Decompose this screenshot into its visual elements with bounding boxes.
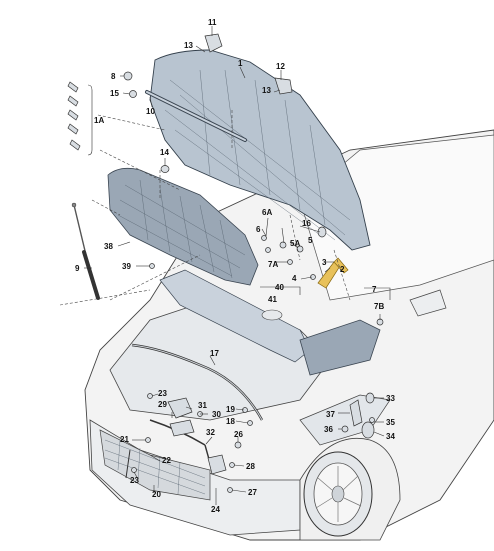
fastener-set — [67, 81, 93, 156]
assembly-lines — [59, 110, 351, 306]
callout-1A: 1A — [94, 116, 104, 125]
callout-16: 16 — [302, 219, 311, 228]
callout-21: 21 — [120, 435, 129, 444]
callout-28: 28 — [246, 462, 255, 471]
callout-23-bottom: 23 — [130, 476, 139, 485]
callout-29: 29 — [158, 400, 167, 409]
leader-lines — [84, 26, 391, 505]
callout-3: 3 — [322, 258, 327, 267]
hood-insulation-mat — [107, 167, 259, 286]
hood-hinge-left — [204, 33, 223, 53]
callout-37: 37 — [326, 410, 335, 419]
callout-41: 41 — [268, 295, 277, 304]
callout-18: 18 — [226, 417, 235, 426]
callout-35: 35 — [386, 418, 395, 427]
gas-strut — [71, 202, 100, 300]
hood-buffer — [160, 165, 170, 173]
callout-9: 9 — [75, 264, 80, 273]
callout-13-top: 13 — [184, 41, 193, 50]
callout-11: 11 — [208, 18, 217, 27]
callout-8: 8 — [111, 72, 116, 81]
callout-34: 34 — [386, 432, 395, 441]
callout-39: 39 — [122, 262, 131, 271]
callout-32: 32 — [206, 428, 215, 437]
callout-6: 6 — [256, 225, 261, 234]
hood-panel — [149, 49, 371, 251]
callout-10: 10 — [146, 107, 155, 116]
callout-17: 17 — [210, 349, 219, 358]
release-handle-parts — [341, 392, 375, 439]
front-wheel — [303, 451, 373, 537]
callout-26: 26 — [234, 430, 243, 439]
hood-clip — [129, 90, 137, 98]
callout-5: 5 — [308, 236, 313, 245]
callout-7: 7 — [372, 285, 377, 294]
callout-4: 4 — [292, 274, 297, 283]
callout-14: 14 — [160, 148, 169, 157]
callout-7A: 7A — [268, 260, 278, 269]
callout-23-top: 23 — [158, 389, 167, 398]
callout-6A: 6A — [262, 208, 272, 217]
callout-20: 20 — [152, 490, 161, 499]
callout-38: 38 — [104, 242, 113, 251]
insulation-clip — [149, 263, 155, 269]
callout-27: 27 — [248, 488, 257, 497]
callout-33: 33 — [386, 394, 395, 403]
callout-1: 1 — [238, 59, 243, 68]
callout-19: 19 — [226, 405, 235, 414]
callout-labels: 11 13 1 12 13 8 15 10 1A 14 38 9 39 6A 6… — [75, 18, 395, 514]
cowl-panel — [159, 269, 381, 376]
callout-40: 40 — [275, 283, 284, 292]
callout-24: 24 — [211, 505, 220, 514]
callout-36: 36 — [324, 425, 333, 434]
callout-7B: 7B — [374, 302, 384, 311]
lock-small-parts — [261, 226, 327, 280]
lower-lock-assembly — [125, 393, 253, 493]
callout-2: 2 — [340, 265, 345, 274]
callout-13-right: 13 — [262, 86, 271, 95]
rubber-bumper — [123, 71, 133, 81]
callout-30: 30 — [212, 410, 221, 419]
callout-5A: 5A — [290, 239, 300, 248]
callout-15: 15 — [110, 89, 119, 98]
callout-22: 22 — [162, 456, 171, 465]
callout-31: 31 — [198, 401, 207, 410]
callout-12: 12 — [276, 62, 285, 71]
